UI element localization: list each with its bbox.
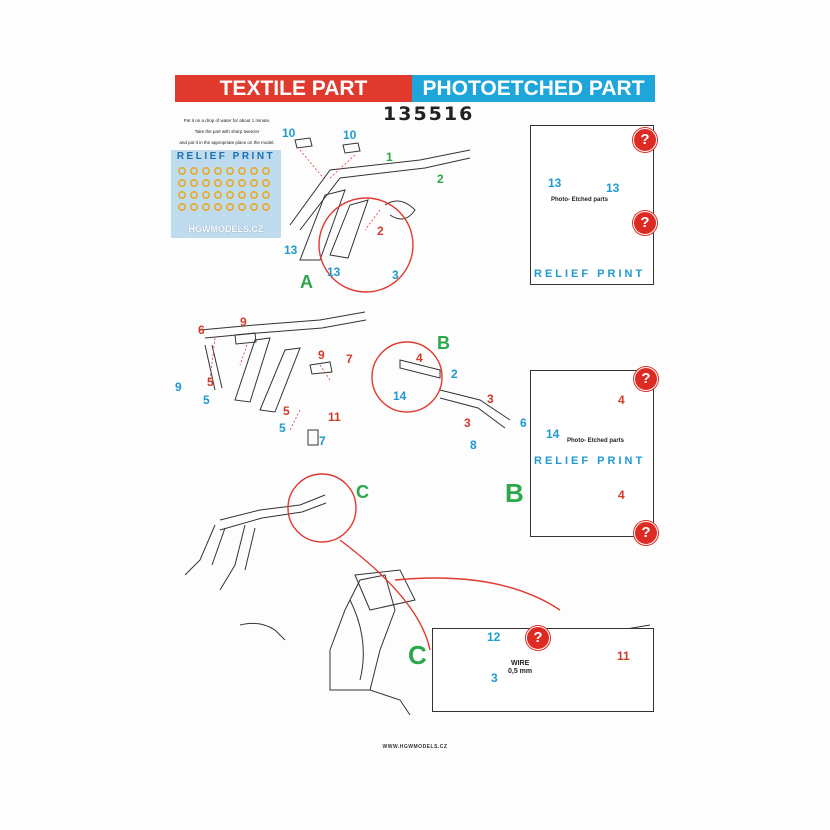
label-b-4: 4	[416, 351, 423, 365]
label-b-2: 2	[451, 367, 458, 381]
harness-b-part-4	[399, 359, 441, 379]
label-a-2-red: 2	[377, 224, 384, 238]
relief-print-title: RELIEF PRINT	[171, 150, 281, 163]
panel-a-label-13-right: 13	[606, 181, 620, 195]
panel-a-label-13-left: 13	[548, 176, 562, 190]
relief-brand: HGWMODELS.CZ	[188, 224, 264, 234]
label-b-5-d: 5	[279, 421, 286, 435]
label-b-9-top: 9	[240, 315, 247, 329]
harness-b-belt-left	[204, 344, 223, 391]
panel-c-label-12: 12	[487, 630, 501, 644]
harness-a-loop	[384, 200, 416, 220]
detail-circle-b	[371, 341, 443, 413]
wire-label-line-2: 0,5 mm	[508, 668, 533, 675]
leader-lines-a	[299, 149, 381, 231]
harness-b-buckle-9b	[309, 361, 333, 375]
detail-circle-a	[318, 197, 414, 293]
label-b-6: 6	[198, 323, 205, 337]
label-b-8: 8	[470, 438, 477, 452]
panel-b-label-4-bottom: 4	[618, 488, 625, 502]
help-icon[interactable]: ?	[633, 128, 657, 152]
help-icon[interactable]: ?	[526, 626, 550, 650]
product-code: 135516	[383, 103, 475, 125]
harness-b-strap-left	[234, 337, 271, 403]
harness-b-tag-7	[307, 429, 319, 446]
label-b-9-left: 9	[175, 380, 182, 394]
seat-back	[349, 599, 364, 681]
panel-c-letter: C	[408, 640, 427, 670]
harness-a-buckle-right	[342, 142, 361, 154]
label-b-3-right: 3	[487, 392, 494, 406]
label-b-5-a: 5	[207, 375, 214, 389]
detail-circle-c	[287, 473, 357, 543]
panel-c-label-3: 3	[491, 671, 498, 685]
help-icon[interactable]: ?	[633, 211, 657, 235]
wire-label-line-1: WIRE	[511, 660, 530, 667]
leader-c2	[394, 577, 561, 611]
help-icon[interactable]: ?	[634, 367, 658, 391]
harness-c-straps	[219, 494, 327, 531]
harness-b-buckle-9	[234, 332, 257, 345]
section-c-letter: C	[356, 482, 369, 502]
label-a-13-right: 13	[327, 265, 341, 279]
panel-b	[530, 370, 654, 537]
harness-a-lap-strap	[299, 189, 346, 261]
label-b-14: 14	[393, 389, 407, 403]
panel-b-label-14: 14	[546, 427, 560, 441]
label-b-5-c: 5	[283, 404, 290, 418]
harness-a-buckle-left	[294, 137, 313, 149]
harness-c-belt-1	[184, 524, 226, 576]
footer-url: WWW.HGWMODELS.CZ	[382, 744, 448, 750]
section-a-letter: A	[300, 272, 313, 292]
panel-b-label-4-top: 4	[618, 393, 625, 407]
textile-part-header: TEXTILE PART	[175, 75, 412, 102]
panel-a-caption: Photo- Etched parts	[551, 197, 609, 203]
relief-print-dots	[177, 166, 271, 211]
label-b-6-right: 6	[520, 416, 527, 430]
label-a-13-left: 13	[284, 243, 298, 257]
panel-c-label-11: 11	[617, 649, 630, 663]
label-a-3: 3	[392, 268, 399, 282]
instruction-line-1: Put it on a drop of water for about 1 mi…	[183, 118, 271, 123]
help-icon[interactable]: ?	[634, 521, 658, 545]
instruction-line-3: and put it in the appropriate place on t…	[179, 140, 275, 145]
harness-b-belt-right	[439, 389, 511, 429]
seat-headrest	[354, 569, 416, 611]
harness-b-strap-right	[259, 347, 301, 413]
label-b-3-left: 3	[464, 416, 471, 430]
harness-c-belt-2	[219, 524, 256, 591]
panel-b-caption: Photo- Etched parts	[567, 438, 625, 444]
label-b-5-b: 5	[203, 393, 210, 407]
seat-side-belt	[369, 689, 411, 716]
label-b-7: 7	[346, 352, 353, 366]
panel-b-relief-title: RELIEF PRINT	[534, 455, 646, 467]
label-b-7-bottom: 7	[319, 434, 326, 448]
label-a-1: 1	[386, 150, 393, 164]
harness-b-shoulder-straps	[199, 311, 367, 339]
leader-c	[339, 539, 431, 651]
panel-a-relief-title: RELIEF PRINT	[534, 268, 646, 280]
harness-a-shoulder-straps	[289, 149, 471, 231]
label-b-9-right: 9	[318, 348, 325, 362]
photoetched-part-header: PHOTOETCHED PART	[412, 75, 655, 102]
panel-b-letter: B	[505, 478, 524, 508]
label-a-2-green: 2	[437, 172, 444, 186]
instruction-line-2: Take the part with sharp tweezer	[194, 129, 260, 134]
label-b-11: 11	[328, 410, 341, 424]
harness-c-lower	[239, 622, 286, 641]
label-a-10-left: 10	[282, 126, 296, 140]
label-a-10-right: 10	[343, 128, 357, 142]
leader-lines-b	[209, 337, 331, 431]
harness-a-strap-2	[329, 199, 369, 259]
section-b-letter: B	[437, 333, 450, 353]
panel-a	[530, 125, 654, 285]
